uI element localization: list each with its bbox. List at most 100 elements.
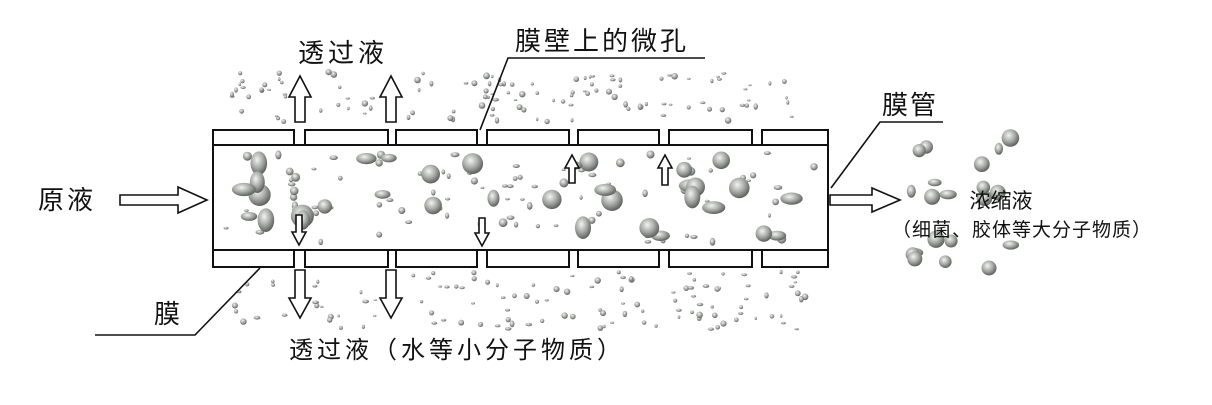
particle (234, 87, 238, 93)
particle (637, 103, 643, 110)
particle (231, 302, 238, 309)
particle (786, 100, 790, 105)
particle (512, 176, 518, 181)
particle (568, 103, 574, 107)
particle (244, 209, 249, 212)
particle (721, 272, 725, 276)
particle (654, 324, 658, 328)
concentrate-label: 浓缩液 (970, 189, 1033, 213)
particle (994, 142, 1003, 155)
particle (939, 189, 957, 200)
particle (398, 207, 406, 214)
particle (716, 75, 720, 78)
particle (253, 315, 261, 320)
permeate-particles-top (229, 69, 794, 125)
particle (791, 275, 798, 279)
membrane-segment-bottom (668, 249, 753, 268)
particle (259, 87, 264, 92)
particle (684, 233, 690, 238)
particle (939, 255, 952, 268)
particle (707, 106, 712, 112)
particle (414, 76, 421, 84)
particle (661, 102, 667, 106)
particle (513, 99, 518, 101)
particle (569, 93, 574, 98)
particle (519, 91, 526, 98)
micropore-leader (479, 57, 705, 131)
permeate-particles-bottom (231, 269, 809, 331)
particle (429, 80, 434, 87)
particle (589, 285, 595, 289)
particle (779, 269, 783, 275)
particle (944, 234, 958, 248)
particle (318, 238, 324, 246)
particle (773, 185, 783, 191)
particle (505, 317, 511, 323)
particle (482, 94, 488, 100)
particle (498, 218, 508, 228)
particle (559, 178, 569, 188)
particle (912, 144, 926, 158)
particle (521, 107, 527, 113)
particle (338, 85, 342, 89)
particle (710, 305, 714, 309)
particle (478, 102, 486, 109)
particle (602, 324, 606, 329)
concentrate-detail-label: （细菌、胶体等大分子物质） (892, 219, 1152, 241)
particle (531, 184, 538, 189)
particle (616, 270, 621, 275)
particle (642, 320, 647, 325)
particle (794, 290, 801, 297)
particle (704, 199, 710, 203)
particle (738, 311, 744, 315)
particle (676, 308, 682, 312)
particle (588, 75, 592, 79)
particle (646, 150, 655, 159)
particle (376, 231, 383, 238)
particle (684, 185, 701, 209)
particle (600, 310, 606, 317)
particle (277, 77, 281, 82)
particle (763, 151, 771, 156)
particle (257, 208, 275, 233)
particle (410, 110, 415, 116)
particle (487, 189, 500, 207)
particle (715, 325, 720, 330)
particle (445, 212, 450, 219)
particle (240, 86, 246, 89)
inner-down-arrow (290, 214, 308, 247)
particle (238, 71, 243, 76)
particle (240, 79, 245, 84)
particle (489, 113, 495, 117)
particle (755, 225, 772, 242)
particle (337, 314, 340, 318)
particle (311, 167, 317, 171)
particle (768, 213, 771, 218)
particle (720, 320, 727, 327)
particle (768, 230, 787, 241)
particle (615, 158, 625, 168)
particle (490, 106, 496, 112)
particle (644, 101, 648, 107)
particle (696, 302, 704, 307)
particle (242, 151, 252, 161)
particle (520, 198, 525, 201)
particle (671, 291, 676, 294)
particle (589, 82, 594, 87)
particle (764, 292, 769, 299)
particle (313, 210, 319, 217)
particle (535, 224, 541, 229)
particle (275, 150, 282, 160)
particle (729, 177, 750, 199)
particle (441, 318, 447, 322)
particle (497, 82, 504, 87)
particle (594, 277, 601, 284)
particle (487, 81, 492, 87)
concentrate-arrow (829, 186, 903, 214)
particle (283, 95, 288, 99)
micropore-label: 膜壁上的微孔 (515, 27, 689, 57)
particle (687, 77, 691, 80)
particle (347, 106, 350, 111)
particle (411, 273, 416, 278)
particle (594, 88, 599, 93)
